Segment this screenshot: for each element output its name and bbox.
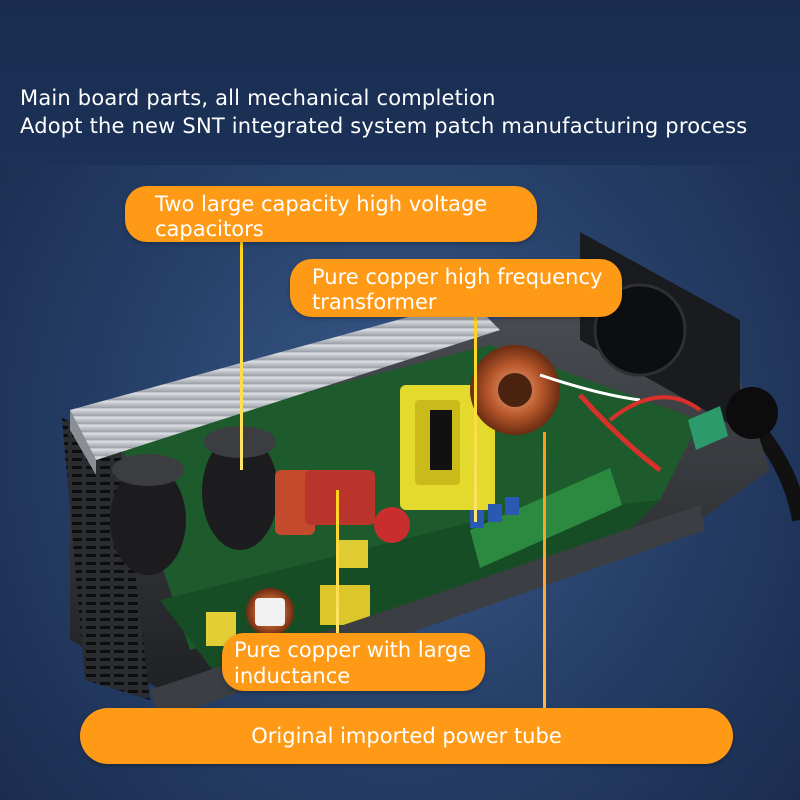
headline-line-2: Adopt the new SNT integrated system patc… — [20, 114, 748, 138]
callout-power-tube-line-1: Original imported power tube — [251, 724, 562, 748]
leader-power-tube — [543, 432, 546, 708]
callout-power-tube: Original imported power tube — [80, 708, 733, 764]
callout-capacitors: Two large capacity high voltage capacito… — [125, 186, 537, 242]
leader-transformer — [474, 317, 477, 522]
callout-inductance-line-2: inductance — [234, 664, 351, 688]
header-band — [0, 0, 800, 165]
leader-inductance — [336, 490, 339, 633]
callout-capacitors-line-2: capacitors — [155, 217, 264, 241]
callout-inductance-line-1: Pure copper with large — [234, 638, 472, 662]
callout-transformer: Pure copper high frequency transformer — [290, 259, 622, 317]
callout-inductance: Pure copper with large inductance — [222, 633, 485, 691]
leader-capacitors — [240, 242, 243, 470]
callout-transformer-line-1: Pure copper high frequency — [312, 265, 603, 289]
headline-line-1: Main board parts, all mechanical complet… — [20, 86, 496, 110]
callout-transformer-line-2: transformer — [312, 290, 437, 314]
callout-capacitors-line-1: Two large capacity high voltage — [155, 192, 488, 216]
